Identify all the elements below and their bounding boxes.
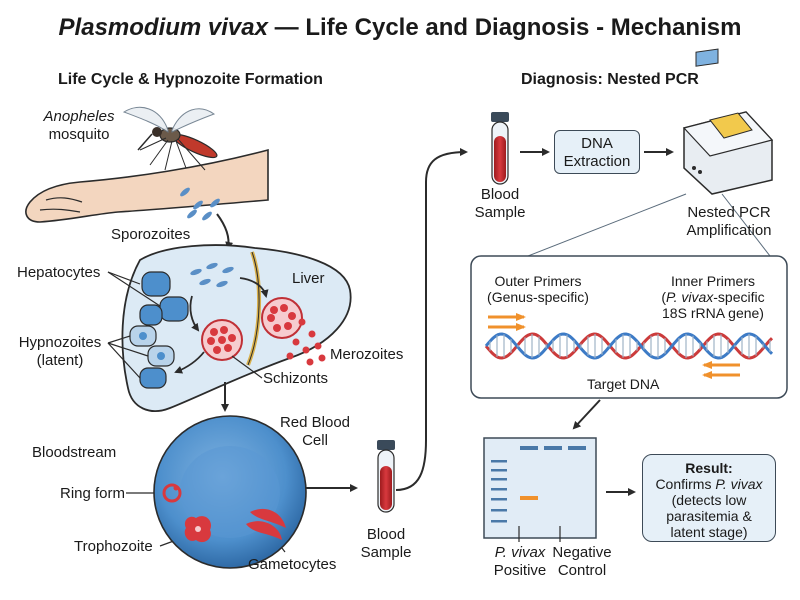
merozoites-label: Merozoites <box>330 346 404 363</box>
sporozoites-label: Sporozoites <box>111 226 191 243</box>
result-species: P. vivax <box>715 476 763 492</box>
result-box: Result: Confirms P. vivax (detects low p… <box>642 454 776 542</box>
arrow-to-schizont <box>189 295 200 332</box>
blood-sample-label: Blood Sample <box>355 526 417 562</box>
outer-primers-label: Outer Primers (Genus-specific) <box>476 273 600 305</box>
blood-sample-line2: Sample <box>360 544 412 561</box>
gel-positive-species: P. vivax <box>494 544 546 561</box>
result-line4: latent stage) <box>670 524 748 540</box>
arm-illustration <box>25 148 269 223</box>
schizont-icon <box>201 319 243 361</box>
gel-positive-label: P. vivax Positive <box>478 544 562 580</box>
arrow-to-hypnozoite <box>174 351 205 374</box>
bloodstream-label: Bloodstream <box>32 444 117 461</box>
nested-pcr-label: Nested PCR Amplification <box>672 204 786 240</box>
pcr-machine-icon <box>682 48 774 195</box>
mosquito-word: mosquito <box>48 126 110 143</box>
inner-primers-specific: -specific <box>713 289 765 305</box>
gel-electrophoresis <box>483 437 597 542</box>
trophozoite-icon <box>184 516 212 543</box>
arrow-to-liver <box>216 213 234 250</box>
rbc-label-line2: Cell <box>302 432 328 449</box>
gametocytes-icon <box>246 508 286 540</box>
dna-extraction-line1: DNA <box>581 135 613 152</box>
title-rest: — Life Cycle and Diagnosis - Mechanism <box>267 14 742 41</box>
gel-positive-word: Positive <box>493 562 547 579</box>
blood-sample-label-2: Blood Sample <box>468 186 532 222</box>
hypnozoites-latent: (latent) <box>36 352 84 369</box>
result-confirms: Confirms <box>655 476 716 492</box>
nested-pcr-line2: Amplification <box>686 222 772 239</box>
ring-form-label: Ring form <box>60 485 126 502</box>
inner-primers-label: Inner Primers (P. vivax-specific 18S rRN… <box>648 273 778 321</box>
result-line3: parasitemia & <box>666 508 752 524</box>
arrow-to-liver-schizont <box>239 277 269 298</box>
blood-sample-line1: Blood <box>366 526 406 543</box>
blood-tube-icon <box>377 440 395 513</box>
target-dna-label: Target DNA <box>587 376 660 392</box>
blood-sample-2-line1: Blood <box>480 186 520 203</box>
leader-lines <box>107 271 286 553</box>
dna-helix <box>484 332 774 360</box>
sporozoites-icon <box>180 187 220 221</box>
inner-primers-line3: 18S rRNA gene) <box>662 305 764 321</box>
result-heading: Result: <box>685 460 733 476</box>
gel-negative-line1: Negative <box>552 544 612 561</box>
right-panel-heading: Diagnosis: Nested PCR <box>521 71 699 88</box>
inner-primers-line1: Inner Primers <box>670 273 756 289</box>
zoom-line-left <box>527 193 687 257</box>
blood-tube-icon-2 <box>491 112 509 185</box>
outer-primer-arrows <box>488 313 526 331</box>
rbc-label: Red Blood Cell <box>270 414 360 450</box>
inner-primers-species: P. vivax <box>666 289 714 305</box>
mosquito-icon <box>122 107 218 171</box>
mosquito-label: Anopheles mosquito <box>40 108 118 144</box>
mosquito-genus: Anopheles <box>43 108 115 125</box>
dna-extraction-line2: Extraction <box>563 153 631 170</box>
positive-band <box>520 496 538 500</box>
trophozoite-label: Trophozoite <box>74 538 153 555</box>
merozoites-icon <box>286 318 326 366</box>
result-line2: (detects low <box>671 492 747 508</box>
hypnozoites-word: Hypnozoites <box>18 334 102 351</box>
dna-extraction-label: DNA Extraction <box>555 135 639 171</box>
dna-extraction-box: DNA Extraction <box>554 130 640 174</box>
result-text: Result: Confirms P. vivax (detects low p… <box>643 460 775 540</box>
title-species: Plasmodium vivax <box>58 14 268 41</box>
outer-primers-line2: (Genus-specific) <box>487 289 589 305</box>
inner-primer-arrows <box>702 361 740 379</box>
page-title: Plasmodium vivax — Life Cycle and Diagno… <box>0 14 800 42</box>
rbc-label-line1: Red Blood <box>279 414 351 431</box>
arrow-to-gel <box>572 399 601 430</box>
liver-label: Liver <box>292 270 325 287</box>
hypnozoites-label: Hypnozoites (latent) <box>10 334 110 370</box>
result-line1: Confirms P. vivax <box>643 476 775 492</box>
ring-form-icon <box>162 483 182 503</box>
inner-primers-line2: (P. vivax-specific <box>661 289 765 305</box>
hepatocyte-cells <box>139 271 189 326</box>
gel-negative-label: Negative Control <box>542 544 622 580</box>
nested-pcr-line1: Nested PCR <box>687 204 771 221</box>
liver-sporozoites <box>190 262 234 288</box>
gel-negative-line2: Control <box>557 562 607 579</box>
zoom-line-right <box>721 193 771 257</box>
blood-sample-2-line2: Sample <box>474 204 526 221</box>
outer-primers-line1: Outer Primers <box>494 273 582 289</box>
liver-schizont-icon <box>261 297 303 339</box>
gametocytes-label: Gametocytes <box>248 556 337 573</box>
left-panel-heading: Life Cycle & Hypnozoite Formation <box>58 71 323 88</box>
arrow-to-diagnosis <box>395 148 468 491</box>
schizonts-label: Schizonts <box>263 370 329 387</box>
hepatocytes-label: Hepatocytes <box>17 264 101 281</box>
